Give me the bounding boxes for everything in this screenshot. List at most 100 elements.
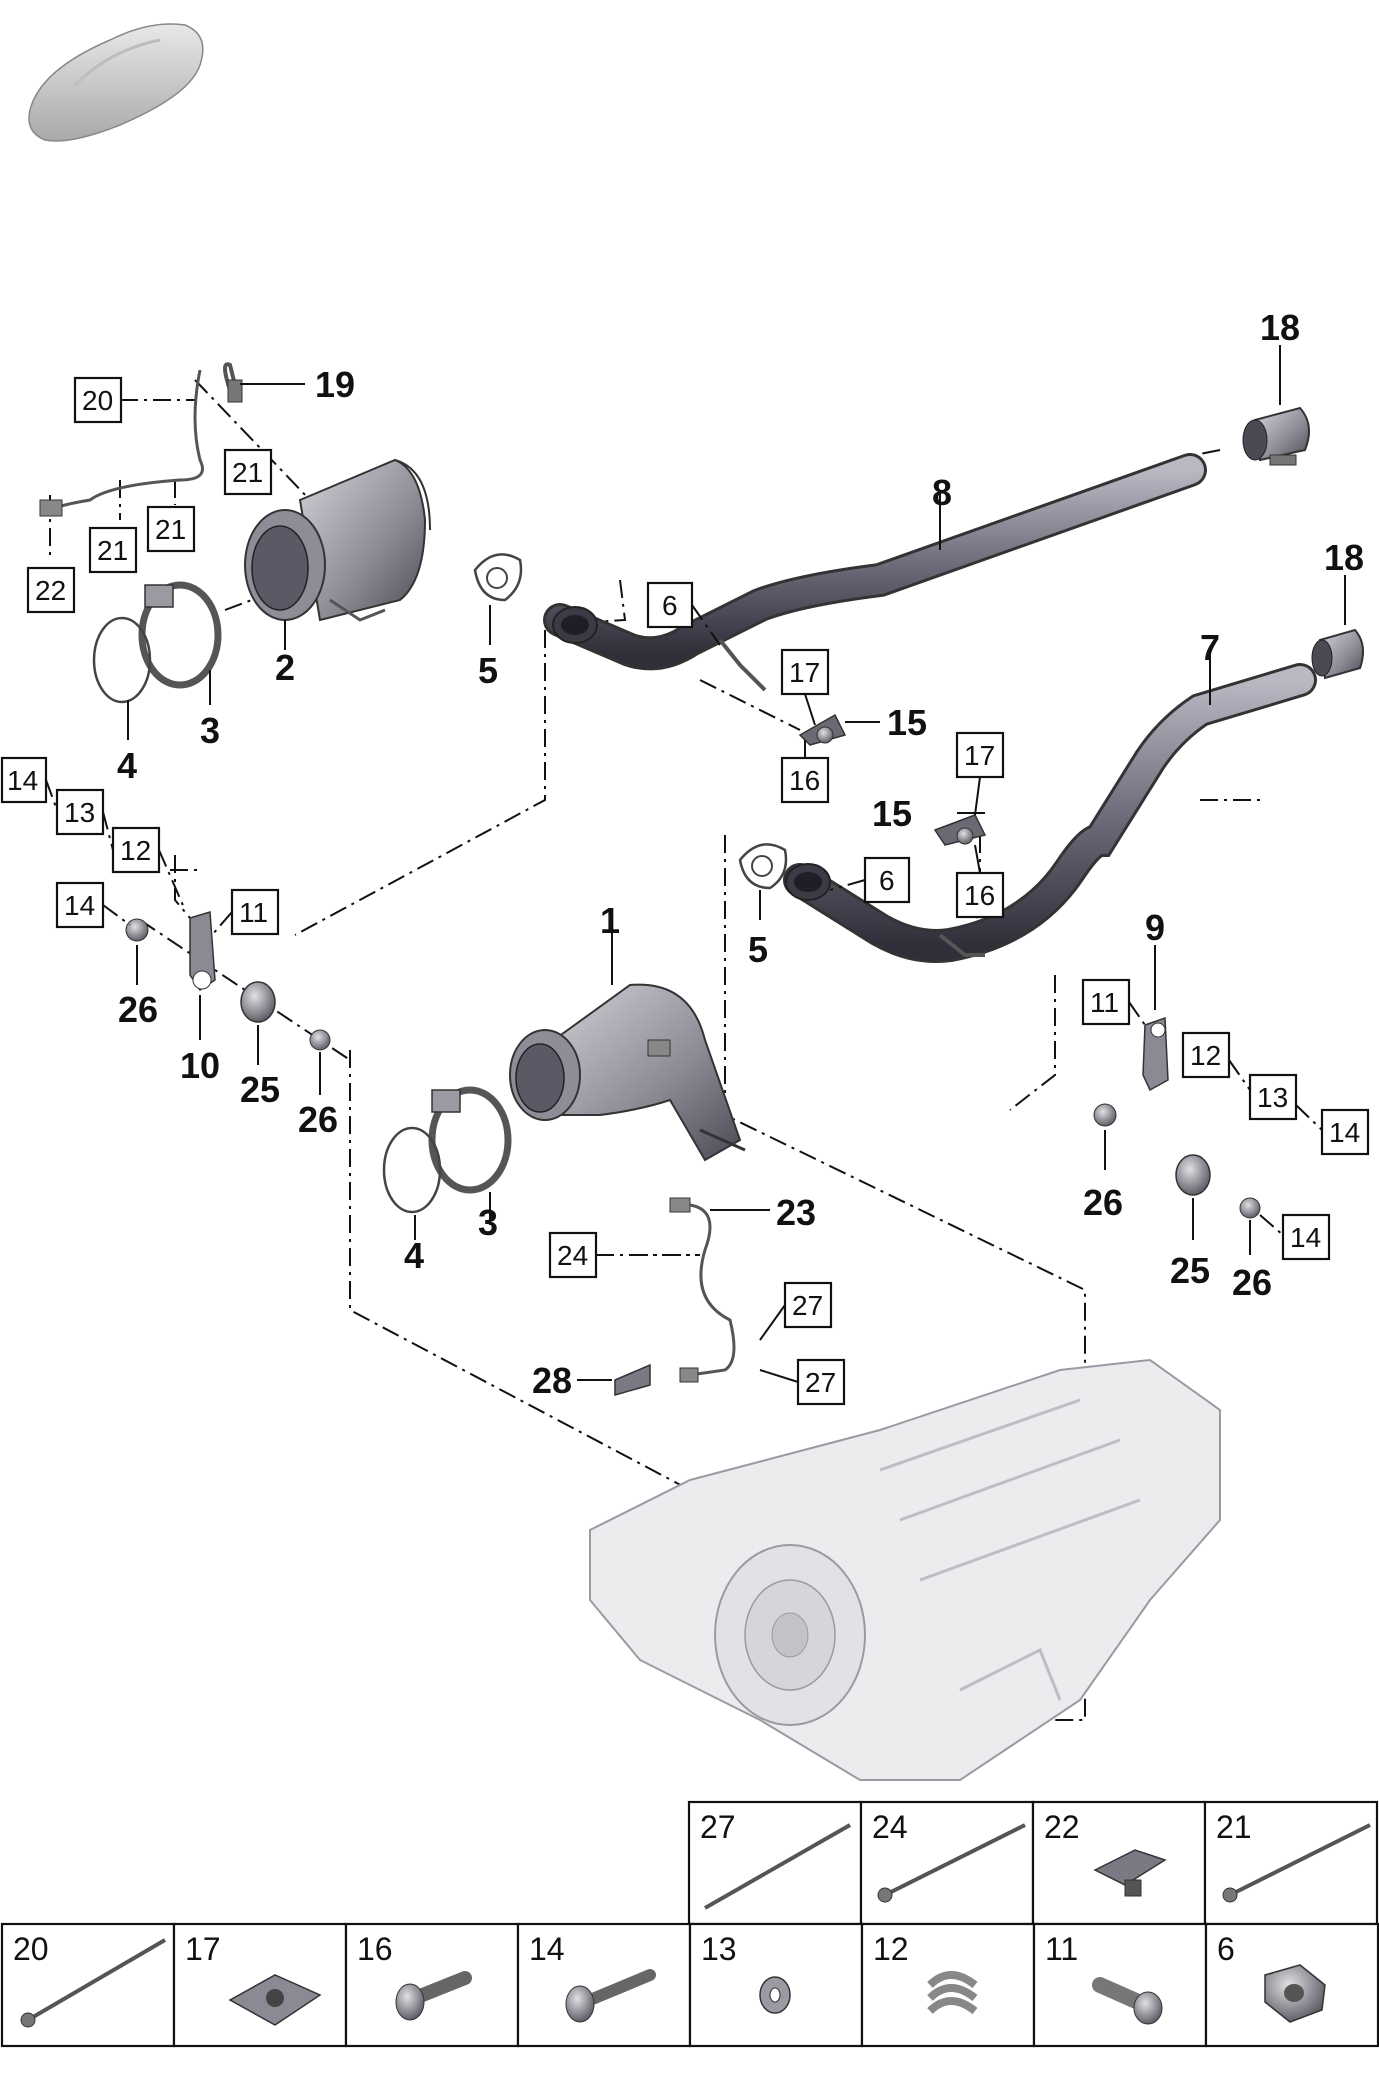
svg-text:13: 13 [701,1931,737,1967]
label-28: 28 [532,1360,572,1401]
label-5-upper: 5 [478,650,498,691]
box-27-b: 27 [796,1358,846,1406]
bracket-9 [1142,1016,1169,1092]
rubber-mount-25-left [240,981,276,1023]
label-18-lower: 18 [1324,537,1364,578]
label-26-right-b: 26 [1232,1262,1272,1303]
label-26-left-a: 26 [118,989,158,1030]
svg-text:14: 14 [1329,1117,1360,1148]
hanger-15-upper [798,713,847,746]
hanger-15-lower [933,814,987,846]
box-24: 24 [548,1231,598,1279]
svg-text:14: 14 [1290,1222,1321,1253]
svg-text:12: 12 [1190,1040,1221,1071]
tailpipe-tip-18-lower [1311,628,1365,680]
gasket-4-lower [382,1126,442,1214]
label-5-lower: 5 [748,929,768,970]
box-6-upper: 6 [646,581,694,629]
svg-text:21: 21 [232,457,263,488]
box-16-upper: 16 [780,756,830,804]
transmission [589,1358,1221,1781]
bracket-28 [614,1363,651,1396]
svg-text:24: 24 [557,1240,588,1271]
box-20: 20 [73,376,123,424]
svg-text:13: 13 [1257,1082,1288,1113]
box-connectors [45,604,1323,1383]
oxygen-sensor-23 [669,1197,736,1383]
svg-text:6: 6 [662,590,678,621]
legend-cell-21: 21 [1203,1800,1379,1926]
svg-text:16: 16 [357,1931,393,1967]
svg-text:27: 27 [700,1809,736,1845]
label-25-right: 25 [1170,1250,1210,1291]
svg-text:17: 17 [964,740,995,771]
washer-26-left-b [309,1029,331,1051]
svg-text:6: 6 [1217,1931,1235,1967]
svg-text:27: 27 [792,1290,823,1321]
box-17-lower: 17 [955,731,1005,779]
vehicle-icon [28,23,204,142]
washer-26-left-a [125,918,149,942]
boxed-labels: 20 21 21 21 22 6 17 16 17 16 6 14 13 12 … [0,376,1370,1406]
svg-text:16: 16 [789,765,820,796]
label-7: 7 [1200,627,1220,668]
bracket-10 [189,911,216,992]
box-14-c: 14 [1320,1108,1370,1156]
svg-text:20: 20 [13,1931,49,1967]
box-14-a: 14 [0,756,48,804]
leader-lines [127,345,1346,1381]
washer-26-right-a [1093,1103,1117,1127]
box-6-lower: 6 [863,856,911,904]
legend-cell-24: 24 [859,1800,1035,1926]
label-1: 1 [600,900,620,941]
tailpipe-tip-18-upper [1242,406,1310,466]
legend-cell-16: 16 [344,1922,520,2048]
box-13-b: 13 [1248,1073,1298,1121]
box-21-b: 21 [146,505,196,553]
svg-text:21: 21 [155,514,186,545]
svg-text:13: 13 [64,797,95,828]
legend-cell-27: 27 [687,1800,863,1926]
catalytic-converter-2 [244,458,431,622]
label-9: 9 [1145,907,1165,948]
svg-text:24: 24 [872,1809,908,1845]
legend-cell-6: 6 [1204,1922,1379,2048]
parts-legend: 27 24 22 21 20 17 [0,1800,1379,2048]
label-3-upper: 3 [200,710,220,751]
legend-cell-22: 22 [1031,1800,1207,1926]
catalytic-converter-1 [509,983,746,1162]
exhaust-pipe-7 [783,663,1317,963]
svg-text:22: 22 [35,575,66,606]
svg-text:21: 21 [1216,1809,1252,1845]
box-14-d: 14 [1281,1213,1331,1261]
gasket-4-upper [92,616,152,704]
svg-text:27: 27 [805,1367,836,1398]
label-3-lower: 3 [478,1202,498,1243]
exhaust-pipe-8 [543,453,1207,692]
box-12-a: 12 [111,826,161,874]
svg-text:6: 6 [879,865,895,896]
legend-cell-12: 12 [860,1922,1036,2048]
box-11-a: 11 [230,888,280,936]
box-21-a: 21 [223,448,273,496]
clamp-3-upper [138,581,222,689]
legend-cell-20: 20 [0,1922,176,2048]
svg-text:12: 12 [873,1931,909,1967]
svg-text:17: 17 [185,1931,221,1967]
label-19: 19 [315,364,355,405]
box-12-b: 12 [1181,1031,1231,1079]
svg-text:16: 16 [964,880,995,911]
box-27-a: 27 [783,1281,833,1329]
oxygen-sensor-19 [39,362,243,517]
svg-text:11: 11 [1090,987,1119,1018]
svg-text:17: 17 [789,657,820,688]
svg-text:22: 22 [1044,1809,1080,1845]
legend-cell-17: 17 [172,1922,348,2048]
svg-text:14: 14 [7,765,38,796]
gasket-5-lower [738,843,788,890]
label-2: 2 [275,647,295,688]
rubber-mount-25-right [1175,1154,1211,1196]
label-8: 8 [932,472,952,513]
label-23: 23 [776,1192,816,1233]
